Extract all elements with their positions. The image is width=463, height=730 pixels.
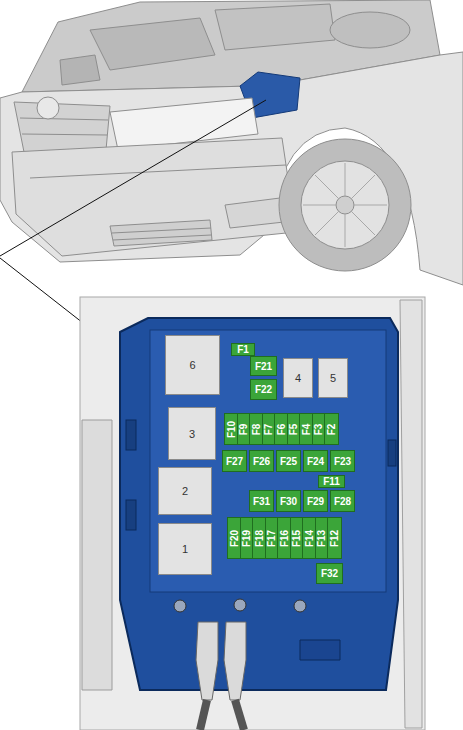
fuse-label: 4	[295, 372, 301, 384]
fuse-label: F12	[329, 529, 340, 546]
engine-part	[215, 4, 335, 50]
fuse-label: 2	[182, 485, 188, 497]
fuse-label: F26	[253, 456, 270, 467]
fuse-label: 1	[182, 543, 188, 555]
fuse-label: F20	[229, 529, 240, 546]
grille-bar	[22, 134, 107, 135]
battery-terminal	[196, 622, 218, 700]
housing-clip	[126, 420, 136, 450]
fuse-slot: F28	[330, 490, 355, 512]
surrounding-part	[82, 420, 112, 690]
fuse-label: F13	[317, 529, 328, 546]
fuse-slot: F23	[330, 450, 355, 472]
tire	[279, 139, 411, 271]
surrounding-part	[400, 300, 422, 728]
fuse-compartment	[150, 330, 386, 592]
lower-grille	[110, 220, 212, 246]
fuse-label: F3	[313, 423, 324, 435]
fuse-label: F28	[334, 496, 351, 507]
fuse-slot: F31	[249, 490, 274, 512]
inset-panel	[80, 297, 425, 730]
grille-bar	[112, 228, 211, 233]
fuse-label: F25	[280, 456, 297, 467]
fuse-label: F24	[307, 456, 324, 467]
fuse-label: F27	[226, 456, 243, 467]
fuse-slot: F32	[316, 563, 343, 584]
fuse-label: F14	[304, 529, 315, 546]
fuse-label: F30	[280, 496, 297, 507]
fuse-box-housing	[120, 318, 398, 690]
fuse-label: F1	[237, 344, 249, 355]
bolt	[294, 600, 306, 612]
fuse-slot: F22	[250, 379, 277, 400]
fuse-label: F11	[323, 476, 340, 487]
fuse-label: F16	[279, 529, 290, 546]
housing-clip	[126, 500, 136, 530]
car-illustration	[0, 0, 463, 285]
relay-box: 4	[283, 358, 313, 398]
logo	[37, 97, 59, 119]
fuse-label: F19	[242, 529, 253, 546]
fuse-label: F7	[263, 423, 274, 435]
bolt	[174, 600, 186, 612]
relay-box: 6	[165, 335, 220, 395]
bolt	[234, 599, 246, 611]
grille	[14, 102, 110, 152]
relay-box: 1	[158, 523, 212, 575]
leader-line	[0, 100, 266, 256]
fuse-label: F5	[288, 423, 299, 435]
fuse-label: F23	[334, 456, 351, 467]
fuse-label: 6	[189, 359, 195, 371]
spokes	[303, 163, 387, 247]
fuse-label: F15	[292, 529, 303, 546]
fuse-label: 5	[330, 372, 336, 384]
grille-bar	[113, 235, 211, 240]
cable	[200, 700, 207, 730]
cable	[235, 700, 244, 730]
car-body	[0, 52, 463, 285]
fuse-slot: F2	[324, 413, 339, 445]
fuse-label: F22	[255, 384, 272, 395]
fuse-slot: F1	[231, 343, 255, 356]
relay-box: 2	[158, 467, 212, 515]
housing-clip	[388, 440, 396, 466]
fuse-label: F9	[238, 423, 249, 435]
fuse-label: 3	[189, 428, 195, 440]
fuse-label: F31	[253, 496, 270, 507]
fuse-slot: F11	[318, 475, 345, 488]
fuse-label: F10	[226, 420, 237, 437]
fuse-label: F21	[255, 361, 272, 372]
fuse-slot: F24	[303, 450, 328, 472]
fuse-label: F2	[326, 423, 337, 435]
housing-tab	[300, 640, 340, 660]
fuse-label: F17	[267, 529, 278, 546]
relay-box: 5	[318, 358, 348, 398]
fog-light	[225, 198, 284, 228]
fuse-label: F4	[301, 423, 312, 435]
battery-terminal	[224, 622, 246, 700]
relay-box: 3	[168, 407, 216, 460]
engine-part	[330, 12, 410, 48]
fuse-label: F8	[251, 423, 262, 435]
grille-bar	[20, 118, 108, 120]
fuse-label: F6	[276, 423, 287, 435]
fuse-slot: F30	[276, 490, 301, 512]
fuse-label: F32	[321, 568, 338, 579]
engine-part	[60, 55, 100, 85]
fuse-slot: F26	[249, 450, 274, 472]
fuse-slot: F29	[303, 490, 328, 512]
bumper	[12, 138, 296, 256]
rim	[301, 161, 389, 249]
bumper-line	[30, 165, 286, 178]
fuse-slot: F21	[250, 356, 277, 376]
fuse-label: F18	[254, 529, 265, 546]
fuse-slot: F25	[276, 450, 301, 472]
fuse-slot: F12	[327, 517, 342, 559]
fuse-slot: F27	[222, 450, 247, 472]
engine-part	[90, 18, 215, 70]
fuse-label: F29	[307, 496, 324, 507]
